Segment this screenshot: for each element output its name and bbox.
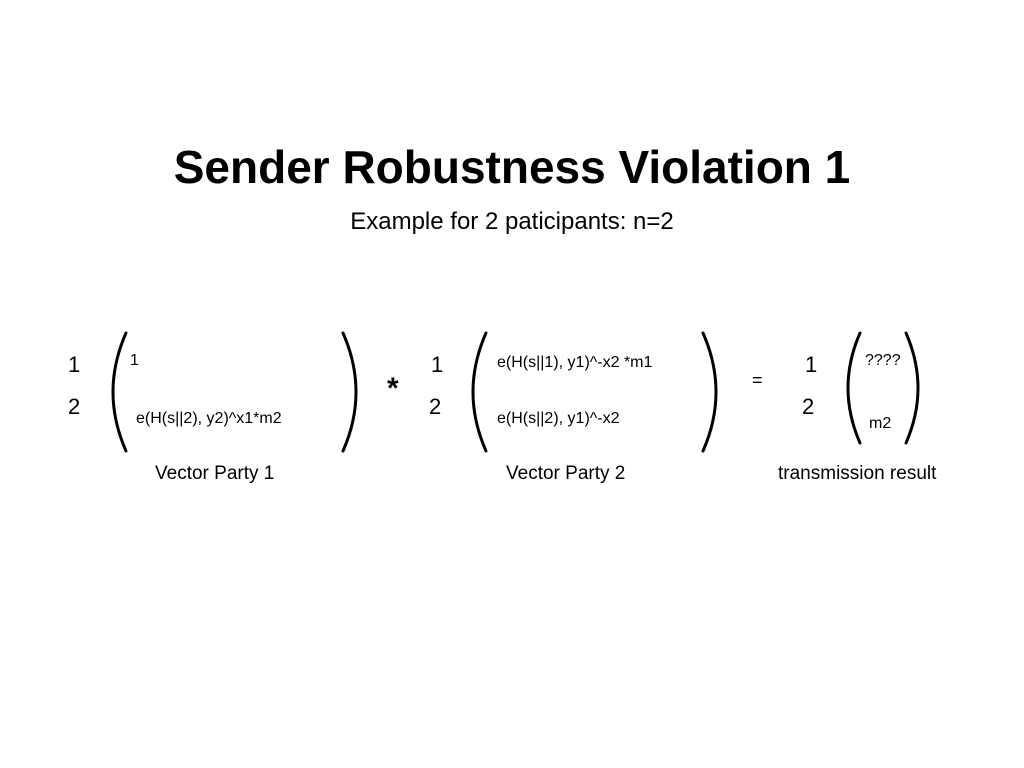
slide-subtitle: Example for 2 paticipants: n=2 [350, 208, 674, 235]
vector-1-right-bracket [341, 331, 358, 453]
equals-operator: = [752, 370, 763, 390]
vector-1-left-bracket [111, 331, 128, 453]
vector-1-row-label-1: 1 [68, 352, 81, 377]
vector-1-entry-1: 1 [130, 352, 139, 369]
vector-2-caption: Vector Party 2 [506, 463, 626, 484]
vector-2-row-label-1: 1 [431, 352, 444, 377]
result-row-label-2: 2 [802, 394, 815, 419]
vector-2-right-bracket [701, 331, 718, 453]
multiply-operator: * [387, 372, 399, 405]
result-row-label-1: 1 [805, 352, 818, 377]
slide-title: Sender Robustness Violation 1 [173, 141, 851, 193]
vector-2-entry-1: e(H(s||1), y1)^-x2 *m1 [497, 354, 653, 371]
vector-2-row-label-2: 2 [429, 394, 442, 419]
result-entry-1: ???? [865, 352, 901, 369]
result-right-bracket [904, 331, 920, 445]
vector-1-caption: Vector Party 1 [155, 463, 275, 484]
vector-1-row-label-2: 2 [68, 394, 81, 419]
vector-2-left-bracket [471, 331, 488, 453]
result-caption: transmission result [778, 463, 937, 484]
result-left-bracket [846, 331, 862, 445]
vector-2-entry-2: e(H(s||2), y1)^-x2 [497, 410, 620, 427]
vector-1-entry-2: e(H(s||2), y2)^x1*m2 [136, 410, 282, 427]
result-entry-2: m2 [869, 415, 892, 432]
